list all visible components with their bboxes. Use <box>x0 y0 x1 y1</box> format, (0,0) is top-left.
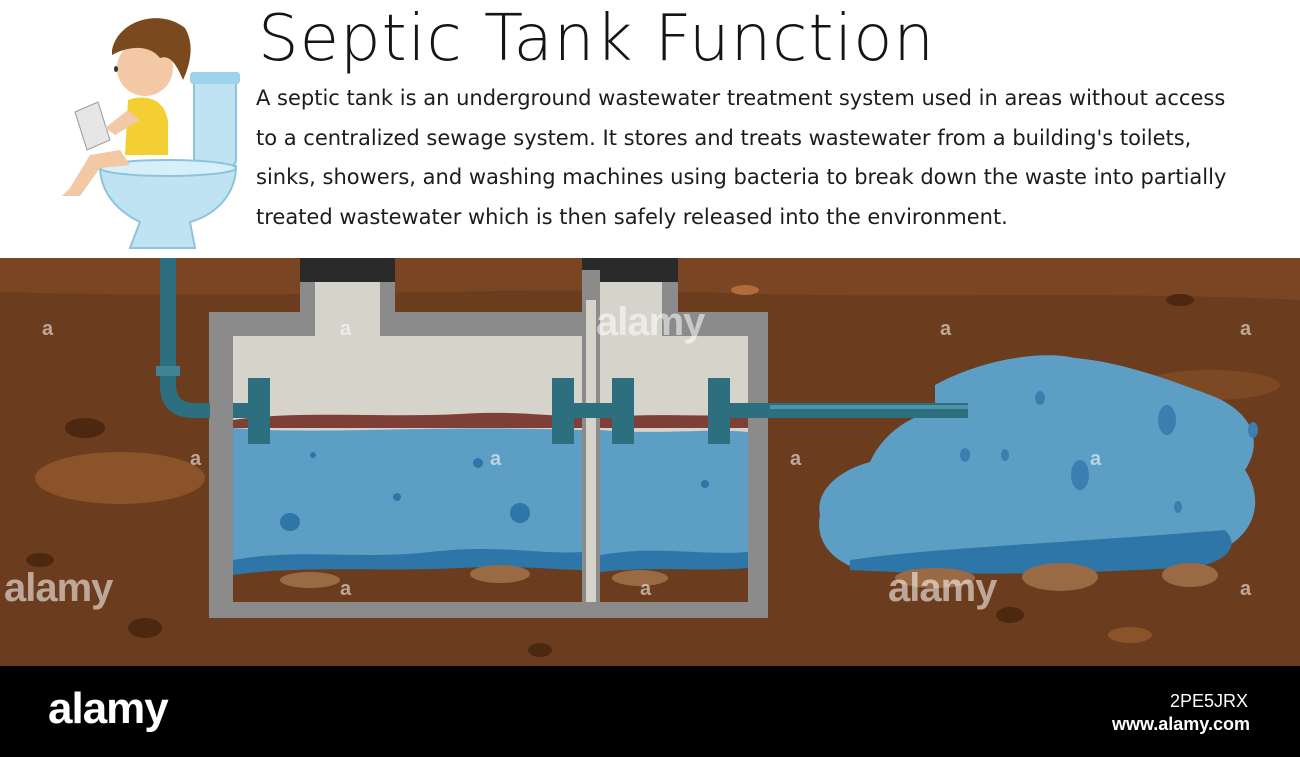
description-line: to a centralized sewage system. It store… <box>256 125 1192 150</box>
septic-tank-icon <box>209 258 770 618</box>
description-line: treated wastewater which is then safely … <box>256 204 1008 229</box>
watermark-mark: a <box>190 448 202 470</box>
watermark-mark: a <box>490 448 502 470</box>
description: A septic tank is an underground wastewat… <box>256 79 1286 237</box>
watermark-mark: a <box>340 578 352 600</box>
watermark-mark: a <box>1240 318 1252 340</box>
footer-bar <box>0 666 1300 757</box>
boy-on-toilet-icon <box>62 18 240 249</box>
description-line: A septic tank is an underground wastewat… <box>256 86 1226 110</box>
watermark-mark: a <box>1240 578 1252 600</box>
description-line: sinks, showers, and washing machines usi… <box>256 165 1227 189</box>
drain-field-icon <box>819 355 1258 591</box>
watermark-mark: a <box>640 578 652 600</box>
watermark-mark: a <box>790 448 802 470</box>
footer-logo: alamy <box>48 684 169 733</box>
watermark-mark: a <box>940 318 952 340</box>
inlet-pipe <box>156 258 210 418</box>
watermark-logo: alamy <box>596 300 705 344</box>
watermark-mark: a <box>340 318 352 340</box>
watermark-logo: alamy <box>888 566 997 610</box>
page-title: Septic Tank Function <box>258 2 935 76</box>
watermark-mark: a <box>42 318 54 340</box>
image-id: 2PE5JRX <box>1169 691 1248 711</box>
site-url: www.alamy.com <box>1111 714 1250 734</box>
watermark-mark: a <box>1090 448 1102 470</box>
watermark-logo: alamy <box>4 566 113 610</box>
